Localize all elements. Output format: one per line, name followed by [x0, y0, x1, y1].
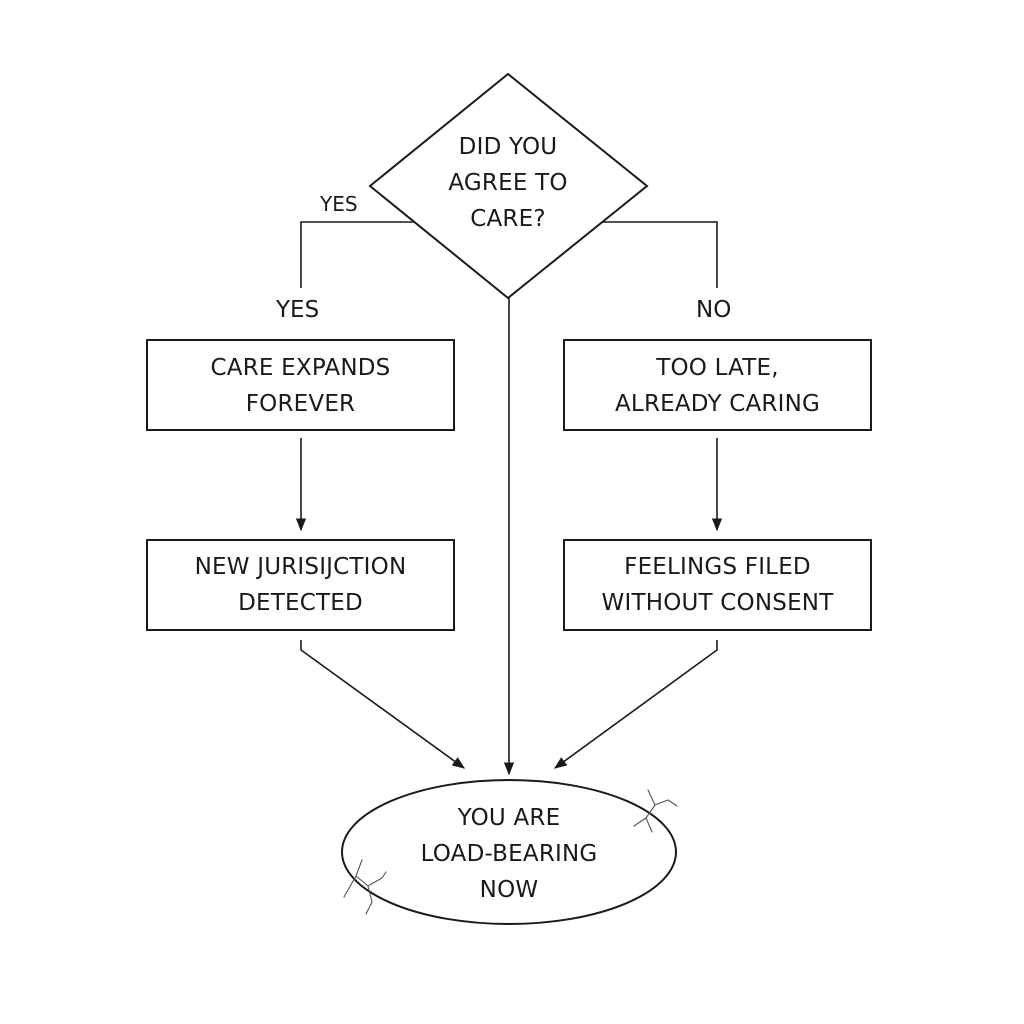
crack-marks [343, 789, 678, 915]
decision-label: DID YOU AGREE TO CARE? [448, 134, 568, 232]
feelings-filed-label: FEELINGS FILED WITHOUT CONSENT [601, 554, 834, 616]
new-jurisdiction-box [146, 539, 455, 631]
arrow-feelings-to-terminal [553, 640, 718, 769]
decision-diamond [368, 72, 649, 300]
terminal-label: YOU ARE LOAD-BEARING NOW [420, 805, 598, 903]
new-jurisdiction-label: NEW JURISIJCTION DETECTED [194, 554, 407, 616]
arrow-jurisdiction-to-terminal [300, 640, 466, 769]
yes-label-top: YES [320, 192, 358, 216]
too-late-label: TOO LATE, ALREADY CARING [615, 355, 820, 417]
connector-no-branch [603, 221, 718, 288]
yes-label: YES [276, 297, 320, 323]
too-late-box [563, 339, 872, 431]
connector-yes-branch [300, 221, 414, 288]
terminal-ellipse [341, 779, 677, 925]
care-expands-box [146, 339, 455, 431]
care-expands-label: CARE EXPANDS FOREVER [210, 355, 391, 417]
no-label: NO [696, 297, 732, 323]
feelings-filed-box [563, 539, 872, 631]
